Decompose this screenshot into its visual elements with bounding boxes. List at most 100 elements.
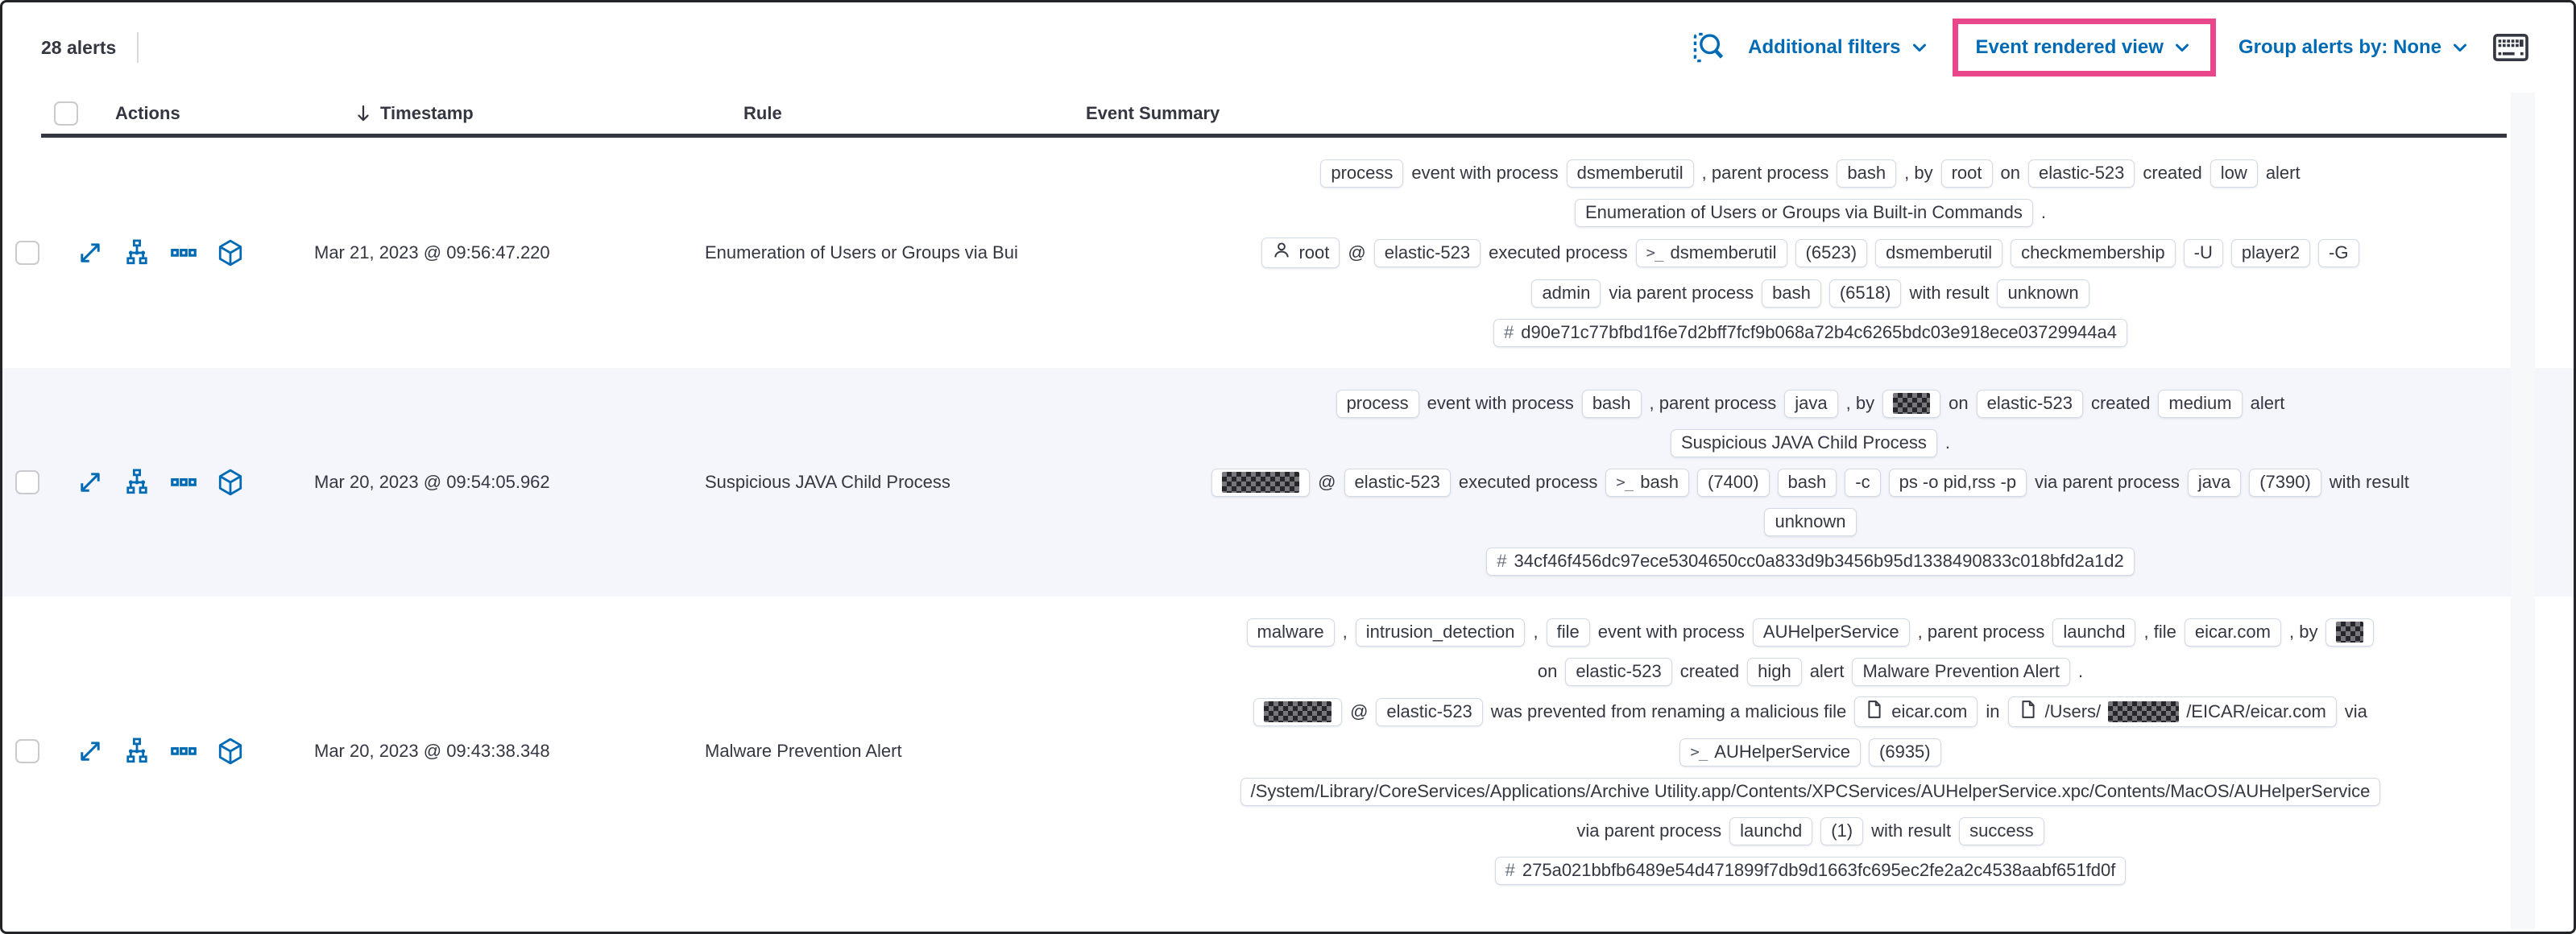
field-badge[interactable]: high [1747, 657, 1802, 686]
field-badge[interactable]: elastic-523 [1976, 389, 2083, 418]
row-checkbox[interactable] [15, 241, 39, 265]
field-badge[interactable]: file [1546, 618, 1590, 647]
summary-text: with result [1909, 283, 1990, 303]
field-badge[interactable]: launchd [2052, 618, 2136, 647]
field-badge[interactable]: low [2209, 159, 2258, 188]
field-badge[interactable]: Enumeration of Users or Groups via Built… [1574, 198, 2033, 227]
field-badge[interactable]: -G [2318, 238, 2359, 267]
rule-name[interactable]: Enumeration of Users or Groups via Bui [705, 242, 1018, 262]
field-badge[interactable]: elastic-523 [1565, 657, 1672, 686]
summary-text: was prevented from renaming a malicious … [1490, 701, 1847, 721]
row-actions [60, 738, 302, 765]
redacted-badge[interactable] [1882, 389, 1941, 418]
field-badge[interactable]: elastic-523 [1373, 238, 1481, 267]
expand-alert-icon[interactable] [77, 469, 104, 496]
field-badge[interactable]: Malware Prevention Alert [1852, 657, 2071, 686]
field-badge[interactable]: root [1940, 159, 1993, 188]
field-badge[interactable]: elastic-523 [2028, 159, 2135, 188]
terminal-icon: >_ [1646, 244, 1664, 262]
row-checkbox[interactable] [15, 739, 39, 763]
analyze-event-icon[interactable] [123, 239, 151, 267]
inspect-icon[interactable] [1692, 31, 1725, 64]
summary-text: , parent process [1701, 163, 1829, 183]
add-to-timeline-icon[interactable] [217, 239, 244, 267]
field-badge[interactable]: process [1320, 159, 1404, 188]
field-badge[interactable]: >_dsmemberutil [1635, 238, 1787, 267]
field-badge[interactable]: -c [1845, 468, 1881, 497]
terminal-icon: >_ [1616, 473, 1634, 491]
field-badge[interactable]: root [1261, 238, 1340, 268]
field-badge[interactable]: medium [2158, 389, 2243, 418]
field-badge[interactable]: success [1959, 816, 2044, 845]
rule-name[interactable]: Malware Prevention Alert [705, 741, 902, 761]
field-badge[interactable]: (7390) [2249, 468, 2321, 497]
redacted-badge[interactable] [1211, 468, 1311, 497]
field-badge[interactable]: java [1784, 389, 1838, 418]
analyze-event-icon[interactable] [123, 738, 151, 765]
field-badge[interactable]: bash [1762, 279, 1821, 308]
select-all-checkbox[interactable] [54, 101, 78, 126]
field-badge[interactable]: >_bash [1605, 468, 1689, 497]
field-badge[interactable]: elastic-523 [1344, 468, 1451, 497]
field-badge[interactable]: dsmemberutil [1875, 238, 2003, 267]
field-badge[interactable]: launchd [1729, 816, 1813, 845]
field-badge[interactable]: (6523) [1795, 238, 1868, 267]
field-badge[interactable]: elastic-523 [1376, 697, 1483, 726]
expand-alert-icon[interactable] [77, 738, 104, 765]
field-badge[interactable]: bash [1581, 389, 1642, 418]
summary-line: unknown [1764, 507, 1857, 536]
badge-label: ps -o pid,rss -p [1899, 472, 2017, 492]
redacted-badge[interactable] [2325, 618, 2375, 647]
field-badge[interactable]: dsmemberutil [1566, 159, 1694, 188]
hash-badge[interactable]: #34cf46f456dc97ece5304650cc0a833d9b3456b… [1486, 547, 2135, 576]
field-badge[interactable]: bash [1837, 159, 1897, 188]
field-badge[interactable]: eicar.com [2184, 618, 2281, 647]
vertical-scrollbar[interactable] [2511, 93, 2535, 929]
row-checkbox[interactable] [15, 470, 39, 494]
field-badge[interactable]: intrusion_detection [1355, 618, 1526, 647]
field-badge[interactable]: admin [1531, 279, 1601, 308]
field-badge[interactable]: AUHelperService [1752, 618, 1910, 647]
field-badge[interactable]: process [1336, 389, 1419, 418]
keyboard-shortcuts-icon[interactable] [2493, 33, 2528, 62]
field-badge[interactable]: >_AUHelperService [1679, 738, 1862, 767]
field-badge[interactable]: (6518) [1828, 279, 1902, 308]
field-badge[interactable]: Suspicious JAVA Child Process [1671, 428, 1937, 457]
field-badge[interactable]: java [2187, 468, 2242, 497]
field-badge[interactable]: ps -o pid,rss -p [1888, 468, 2027, 497]
expand-alert-icon[interactable] [77, 239, 104, 267]
field-badge[interactable]: eicar.com [1854, 696, 1978, 727]
group-alerts-by-button[interactable]: Group alerts by: None [2238, 36, 2470, 59]
field-badge[interactable]: (7400) [1696, 468, 1770, 497]
field-badge[interactable]: checkmembership [2011, 238, 2176, 267]
add-to-timeline-icon[interactable] [217, 738, 244, 765]
more-actions-icon[interactable] [170, 738, 197, 765]
field-badge[interactable]: bash [1777, 468, 1837, 497]
additional-filters-button[interactable]: Additional filters [1748, 36, 1929, 59]
badge-label: eicar.com [2194, 622, 2271, 642]
field-badge[interactable]: (1) [1820, 816, 1864, 845]
badge-label: AUHelperService [1714, 742, 1851, 762]
field-badge[interactable]: player2 [2230, 238, 2311, 267]
more-actions-icon[interactable] [170, 239, 197, 267]
hash-icon: # [1504, 322, 1514, 342]
field-badge[interactable]: -U [2183, 238, 2223, 267]
field-badge[interactable]: (6935) [1869, 738, 1941, 767]
file-path-badge[interactable]: /Users//EICAR/eicar.com [2007, 696, 2337, 727]
event-rendered-view-button[interactable]: Event rendered view [1976, 36, 2193, 59]
column-header-timestamp[interactable]: Timestamp [341, 103, 731, 124]
field-badge[interactable]: malware [1246, 618, 1335, 647]
hash-badge[interactable]: #d90e71c77bfbd1f6e7d2bff7fcf9b068a72b4c6… [1493, 318, 2127, 347]
badge-label: java [1795, 393, 1828, 413]
field-badge[interactable]: unknown [1764, 507, 1857, 536]
more-actions-icon[interactable] [170, 469, 197, 496]
field-badge[interactable]: unknown [1997, 279, 2089, 308]
timestamp: Mar 21, 2023 @ 09:56:47.220 [314, 242, 550, 262]
field-badge[interactable]: /System/Library/CoreServices/Application… [1240, 777, 2381, 806]
summary-text: executed process [1458, 472, 1598, 492]
redacted-badge[interactable] [1253, 697, 1343, 726]
add-to-timeline-icon[interactable] [217, 469, 244, 496]
rule-name[interactable]: Suspicious JAVA Child Process [705, 472, 950, 492]
analyze-event-icon[interactable] [123, 469, 151, 496]
hash-badge[interactable]: #275a021bbfb6489e54d471899f7db9d1663fc69… [1494, 856, 2127, 885]
